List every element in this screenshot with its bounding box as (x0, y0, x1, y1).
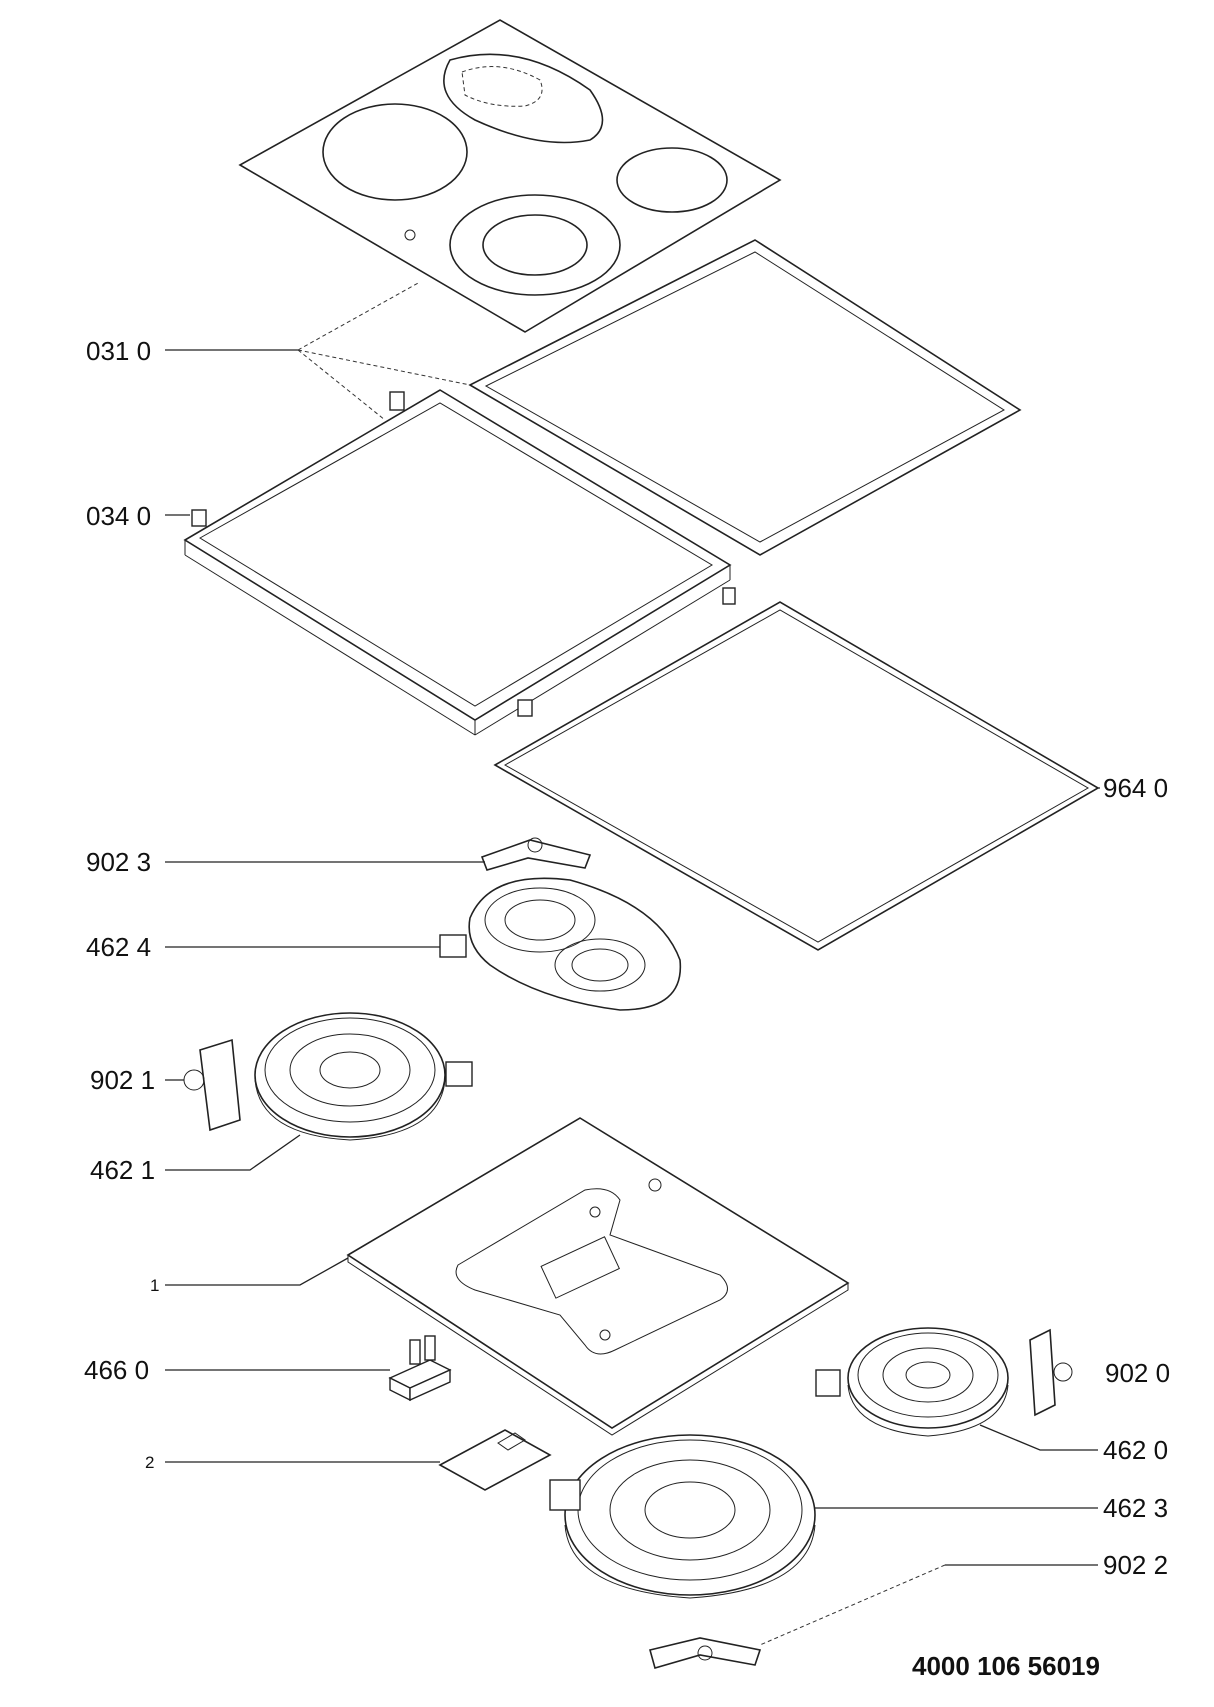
part-labels: 031 0 034 0 964 0 902 3 462 4 902 1 462 … (84, 336, 1170, 1580)
round-heating-element-small (815, 1327, 1009, 1437)
bracket-902-3 (480, 837, 592, 871)
glass-cooktop (238, 19, 782, 333)
label-034-0: 034 0 (86, 501, 151, 531)
label-462-0: 462 0 (1103, 1435, 1168, 1465)
bracket-902-2 (649, 1637, 762, 1669)
label-466-0: 466 0 (84, 1355, 149, 1385)
label-031-0: 031 0 (86, 336, 151, 366)
label-462-4: 462 4 (86, 932, 151, 962)
cooktop-frame (468, 239, 1022, 556)
document-number: 4000 106 56019 (912, 1651, 1100, 1681)
label-902-0: 902 0 (1105, 1358, 1170, 1388)
cover-plate (438, 1429, 552, 1491)
chassis-frame (183, 389, 736, 736)
label-1: 1 (150, 1276, 159, 1295)
seal-gasket (493, 601, 1100, 951)
label-462-3: 462 3 (1103, 1493, 1168, 1523)
label-902-2: 902 2 (1103, 1550, 1168, 1580)
terminal-block (388, 1335, 452, 1402)
base-plate (346, 1117, 850, 1436)
leader-lines (165, 281, 1100, 1646)
bracket-902-0 (1029, 1328, 1073, 1417)
label-902-3: 902 3 (86, 847, 151, 877)
label-462-1: 462 1 (90, 1155, 155, 1185)
round-heating-element-large (254, 1012, 473, 1141)
oval-heating-element (439, 877, 682, 1011)
bracket-902-1 (183, 1038, 241, 1132)
label-964-0: 964 0 (1103, 773, 1168, 803)
label-2: 2 (145, 1453, 154, 1472)
label-902-1: 902 1 (90, 1065, 155, 1095)
round-heating-element-bottom (549, 1434, 816, 1599)
